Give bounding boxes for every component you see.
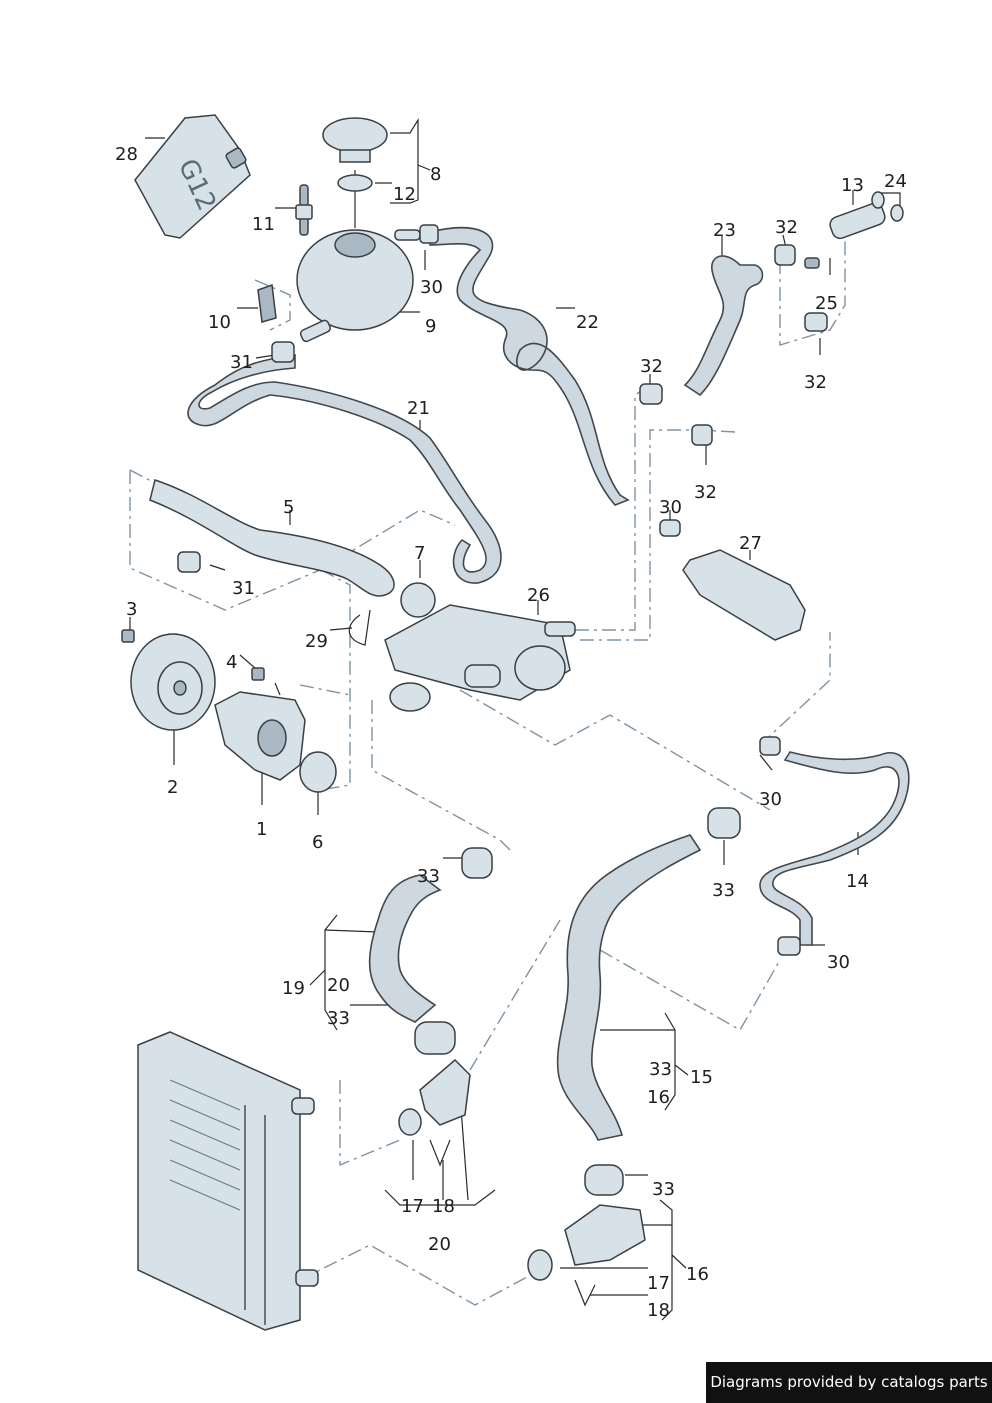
label-18-b: 18 xyxy=(647,1300,670,1321)
label-16-a: 16 xyxy=(647,1087,670,1108)
label-28: 28 xyxy=(115,144,138,165)
label-32-a: 32 xyxy=(775,217,798,238)
expansion-tank-icon xyxy=(296,229,421,343)
label-12: 12 xyxy=(393,184,416,205)
o-ring-17-icon xyxy=(398,1108,422,1136)
fitting-icon xyxy=(804,191,904,269)
hose-clamps xyxy=(177,224,828,1196)
bolt-4-icon xyxy=(251,667,265,681)
label-30-d: 30 xyxy=(827,952,850,973)
label-25: 25 xyxy=(815,293,838,314)
label-33-a: 33 xyxy=(417,866,440,887)
o-ring-7-icon xyxy=(400,582,436,618)
sensor-icon xyxy=(295,184,313,236)
label-17-b: 17 xyxy=(647,1273,670,1294)
radiator-icon xyxy=(137,1031,319,1331)
hose-22 xyxy=(429,227,630,506)
hoses xyxy=(187,227,910,1141)
part-labels: 28 8 12 11 13 24 23 32 30 22 10 9 25 32 … xyxy=(115,144,907,1321)
water-pump-icon xyxy=(214,691,306,781)
hose-21 xyxy=(187,354,502,584)
label-24: 24 xyxy=(884,171,907,192)
label-7: 7 xyxy=(414,543,425,564)
label-29: 29 xyxy=(305,631,328,652)
label-19: 19 xyxy=(282,978,305,999)
label-1: 1 xyxy=(256,819,267,840)
clip-18b-icon xyxy=(574,1279,596,1307)
label-16-b: 16 xyxy=(686,1264,709,1285)
hose-14 xyxy=(759,751,910,946)
label-17-a: 17 xyxy=(401,1196,424,1217)
bolt-3-icon xyxy=(121,629,135,643)
o-ring-17b-icon xyxy=(527,1249,553,1281)
cap-icon xyxy=(322,117,388,192)
label-14: 14 xyxy=(846,871,869,892)
thermostat-housing-icon xyxy=(384,604,576,712)
label-26: 26 xyxy=(527,585,550,606)
label-33-d: 33 xyxy=(649,1059,672,1080)
label-32-c: 32 xyxy=(640,356,663,377)
label-2: 2 xyxy=(167,777,178,798)
clip-29-icon xyxy=(348,609,371,646)
hose-19 xyxy=(368,874,442,1023)
connector-18-icon xyxy=(419,1058,471,1126)
o-ring-6-icon xyxy=(299,751,337,793)
label-10: 10 xyxy=(208,312,231,333)
coolant-reservoir-icon xyxy=(682,549,806,641)
label-4: 4 xyxy=(226,652,237,673)
credit-banner: Diagrams provided by catalogs parts xyxy=(706,1362,992,1403)
label-22: 22 xyxy=(576,312,599,333)
label-18-a: 18 xyxy=(432,1196,455,1217)
label-23: 23 xyxy=(713,220,736,241)
label-15: 15 xyxy=(690,1067,713,1088)
hose-23 xyxy=(683,255,764,397)
label-33-e: 33 xyxy=(652,1179,675,1200)
label-3: 3 xyxy=(126,599,137,620)
label-27: 27 xyxy=(739,533,762,554)
parts: G12 xyxy=(121,114,904,1331)
clip-18-icon xyxy=(429,1139,451,1167)
label-30-a: 30 xyxy=(420,277,443,298)
label-13: 13 xyxy=(841,175,864,196)
label-20-a: 20 xyxy=(327,975,350,996)
tee-connector-icon xyxy=(564,1204,646,1266)
assembly-guide-lines xyxy=(129,240,846,1306)
label-33-c: 33 xyxy=(327,1008,350,1029)
hose-15 xyxy=(556,834,702,1141)
label-9: 9 xyxy=(425,316,436,337)
label-20-b: 20 xyxy=(428,1234,451,1255)
label-21: 21 xyxy=(407,398,430,419)
coolant-bottle-icon: G12 xyxy=(134,114,251,239)
label-31-a: 31 xyxy=(230,352,253,373)
label-11: 11 xyxy=(252,214,275,235)
label-30-c: 30 xyxy=(759,789,782,810)
label-33-b: 33 xyxy=(712,880,735,901)
label-6: 6 xyxy=(312,832,323,853)
label-32-b: 32 xyxy=(804,372,827,393)
bracket-icon xyxy=(257,283,277,323)
label-31-b: 31 xyxy=(232,578,255,599)
label-30-b: 30 xyxy=(659,497,682,518)
label-8: 8 xyxy=(430,164,441,185)
coolant-pipe-icon xyxy=(149,479,395,597)
label-5: 5 xyxy=(283,497,294,518)
label-32-d: 32 xyxy=(694,482,717,503)
pulley-icon xyxy=(130,633,216,731)
